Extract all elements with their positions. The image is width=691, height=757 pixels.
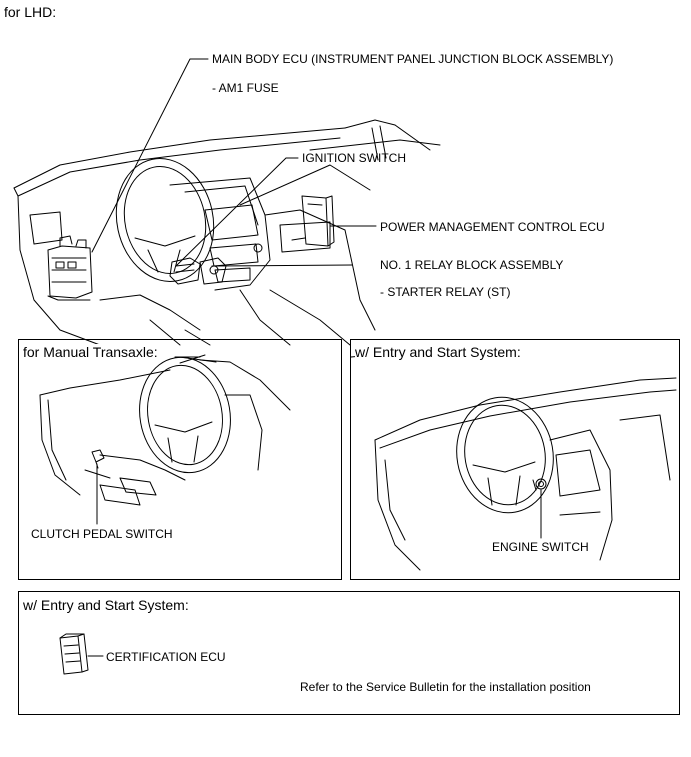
certification-panel — [18, 591, 680, 715]
power-management-ecu-label: POWER MANAGEMENT CONTROL ECU — [380, 220, 605, 234]
am1-fuse-label: - AM1 FUSE — [212, 81, 279, 95]
certification-ecu-drawing — [59, 633, 89, 675]
certification-title: w/ Entry and Start System: — [23, 597, 189, 613]
entry-start-title: w/ Entry and Start System: — [355, 344, 521, 360]
engine-switch-label: ENGINE SWITCH — [492, 540, 589, 554]
entry-start-panel — [350, 339, 680, 580]
entry-start-drawing — [350, 354, 677, 571]
dashboard-illustration — [13, 119, 441, 346]
certification-ecu-label: CERTIFICATION ECU — [106, 650, 226, 664]
manual-transaxle-title: for Manual Transaxle: — [23, 344, 158, 360]
main-body-ecu-label: MAIN BODY ECU (INSTRUMENT PANEL JUNCTION… — [212, 52, 614, 66]
service-bulletin-note: Refer to the Service Bulletin for the in… — [300, 680, 591, 694]
main-leader-lines — [91, 58, 377, 267]
manual-transaxle-drawing — [39, 354, 291, 506]
manual-transaxle-panel — [18, 339, 342, 580]
ignition-switch-label: IGNITION SWITCH — [302, 151, 406, 165]
page-heading: for LHD: — [4, 4, 57, 20]
starter-relay-label: - STARTER RELAY (ST) — [380, 285, 511, 299]
clutch-pedal-switch-label: CLUTCH PEDAL SWITCH — [31, 527, 173, 541]
relay-block-label: NO. 1 RELAY BLOCK ASSEMBLY — [380, 258, 564, 272]
